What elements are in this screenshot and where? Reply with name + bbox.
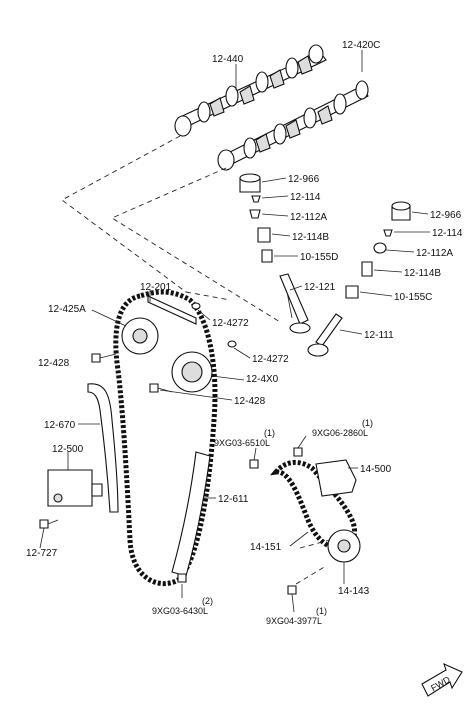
label-12-420c: 12-420C	[342, 40, 380, 51]
label-12-121: 12-121	[304, 282, 336, 293]
label-9xg06-2860l: 9XG06-2860L	[312, 428, 368, 438]
label-12-114b-a: 12-114B	[292, 232, 329, 243]
label-12-112a-b: 12-112A	[416, 248, 453, 259]
bolt-12-727	[39, 519, 59, 529]
bolt-9xg03-6510l	[249, 459, 259, 469]
bolt-9xg03-6430l	[177, 573, 187, 583]
oil-pump-tensioner-14-500	[315, 459, 357, 497]
label-12-112a-a: 12-112A	[290, 212, 327, 223]
bolt-9xg06-2860l	[293, 447, 303, 457]
leader-lines	[39, 50, 430, 613]
label-12-428-a: 12-428	[38, 358, 70, 369]
label-12-114-b: 12-114	[432, 228, 463, 239]
valve-train-left	[239, 173, 311, 334]
washers	[191, 302, 237, 348]
label-14-500: 14-500	[360, 464, 392, 475]
label-12-966-b: 12-966	[430, 210, 462, 221]
sprocket-intake	[121, 317, 159, 355]
label-12-670: 12-670	[44, 420, 76, 431]
label-12-500: 12-500	[52, 444, 84, 455]
bolt-12-428-b	[149, 383, 173, 393]
label-9xg03-6510l-qty: (1)	[264, 428, 275, 438]
label-10-155c: 10-155C	[394, 292, 432, 303]
label-14-143: 14-143	[338, 586, 370, 597]
label-12-428-b: 12-428	[234, 396, 266, 407]
label-9xg06-2860l-qty: (1)	[362, 418, 373, 428]
label-12-727: 12-727	[26, 548, 58, 559]
label-12-611: 12-611	[218, 494, 249, 505]
oil-pump-sprocket	[327, 529, 361, 563]
bolt-9xg04-3977l	[287, 585, 297, 595]
camshaft-intake	[174, 44, 327, 137]
label-12-966-a: 12-966	[288, 174, 320, 185]
label-14-151: 14-151	[250, 542, 282, 553]
label-12-4x0: 12-4X0	[246, 374, 279, 385]
label-9xg03-6510l: 9XG03-6510L	[214, 438, 270, 448]
label-9xg04-3977l-qty: (1)	[316, 606, 327, 616]
label-10-155d: 10-155D	[300, 252, 338, 263]
label-12-201: 12-201	[140, 282, 172, 293]
label-9xg03-6430l: 9XG03-6430L	[152, 606, 208, 616]
camshaft-exhaust	[217, 80, 369, 171]
oil-pump-chain	[269, 460, 358, 551]
valve-train-right	[307, 201, 411, 357]
label-12-425a: 12-425A	[48, 304, 86, 315]
chain-link-row	[147, 295, 197, 325]
label-9xg04-3977l: 9XG04-3977L	[266, 616, 322, 626]
chain-guide-12-670	[87, 383, 119, 513]
label-12-114b-b: 12-114B	[404, 268, 441, 279]
label-12-4272-a: 12-4272	[212, 318, 249, 329]
label-12-114-a: 12-114	[290, 192, 321, 203]
label-12-111: 12-111	[364, 330, 394, 341]
label-12-440: 12-440	[212, 54, 244, 65]
label-9xg03-6430l-qty: (2)	[202, 596, 213, 606]
fwd-arrow-icon: FWD	[421, 662, 463, 697]
label-12-4272-b: 12-4272	[252, 354, 289, 365]
vvt-actuator	[171, 351, 213, 393]
bolt-12-428-a	[91, 353, 117, 363]
chain-tensioner-12-500	[47, 469, 103, 507]
